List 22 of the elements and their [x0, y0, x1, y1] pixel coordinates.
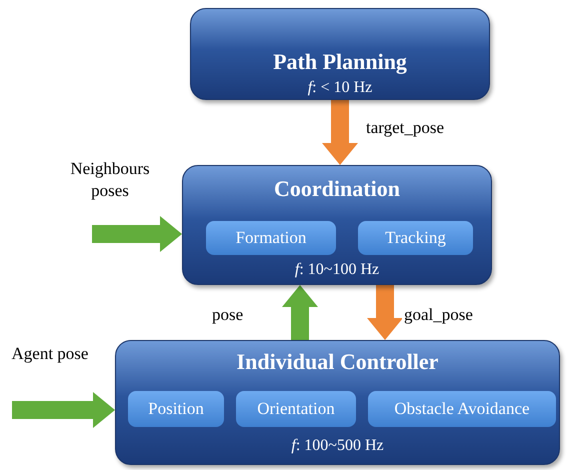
- module-title: Individual Controller: [236, 349, 440, 375]
- module-box: [115, 340, 560, 465]
- input-label: Agent pose: [4, 343, 96, 395]
- module-title: Coordination: [273, 176, 401, 202]
- frequency-text: f: 10~100 Hz: [294, 261, 380, 279]
- block-arrow: [282, 285, 318, 340]
- frequency-text: f: < 10 Hz: [306, 79, 374, 97]
- component-button: Orientation: [236, 391, 356, 427]
- module-box: [182, 165, 492, 285]
- input-label: Neighbours poses: [62, 158, 158, 220]
- block-arrow: [12, 392, 115, 428]
- block-arrow: [367, 285, 403, 340]
- component-button: Obstacle Avoidance: [368, 391, 556, 427]
- module-title: Path Planning: [272, 49, 408, 75]
- frequency-text: f: 100~500 Hz: [290, 437, 385, 455]
- edge-label: goal_pose: [402, 305, 475, 325]
- block-arrow: [322, 100, 358, 165]
- block-arrow: [92, 216, 182, 252]
- module-box: [190, 8, 490, 100]
- component-button: Tracking: [358, 221, 473, 255]
- component-button: Position: [128, 391, 224, 427]
- component-button: Formation: [206, 221, 336, 255]
